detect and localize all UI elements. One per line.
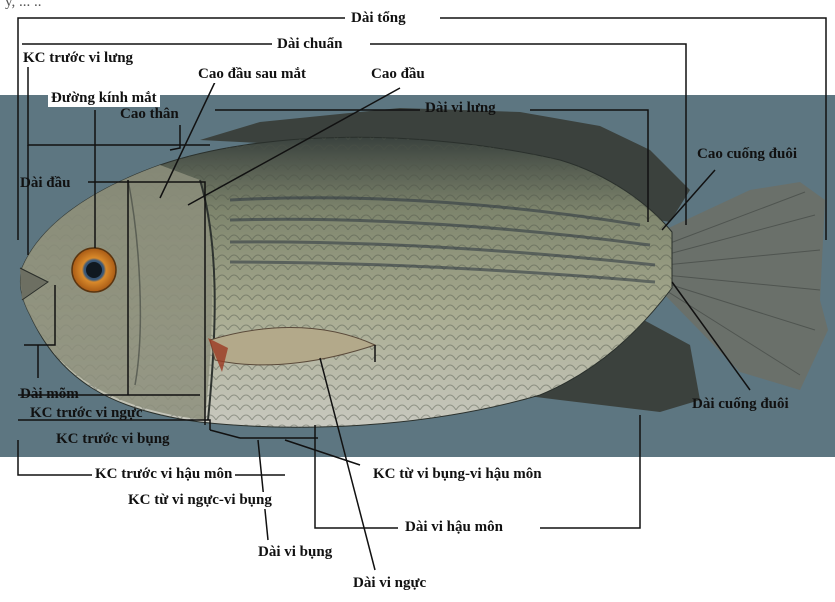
label-anal-fin-length: Dài vi hậu môn [402,519,506,536]
label-eye-diameter: Đường kính mắt [48,90,160,107]
label-caudal-peduncle-depth: Cao cuống đuôi [697,146,797,163]
label-head-depth: Cao đầu [368,66,428,83]
label-pelvic-fin-length: Dài vi bụng [255,544,335,561]
label-pectoral-fin-length: Dài vi ngực [350,575,429,592]
label-preanal-distance: KC trước vi hậu môn [92,466,235,483]
label-prepectoral-distance: KC trước vi ngực [30,405,143,422]
label-top-fragment: y, ... .. [2,0,45,11]
label-pectoral-pelvic-distance: KC từ vi ngực-vi bụng [125,492,275,509]
label-predorsal-distance: KC trước vi lưng [20,50,136,67]
label-standard-length: Dài chuẩn [274,36,345,53]
label-prepelvic-distance: KC trước vi bụng [56,431,170,448]
label-pelvic-anal-distance: KC từ vi bụng-vi hậu môn [370,466,545,483]
label-caudal-peduncle-length: Dài cuống đuôi [692,396,789,413]
label-head-length: Dài đầu [20,175,70,192]
label-total-length: Dài tổng [348,10,409,27]
label-dorsal-fin-length: Dài vi lưng [425,100,496,117]
label-head-depth-behind-eye: Cao đầu sau mắt [195,66,309,83]
label-snout-length: Dài mõm [20,386,79,403]
label-body-depth: Cao thân [120,106,179,123]
